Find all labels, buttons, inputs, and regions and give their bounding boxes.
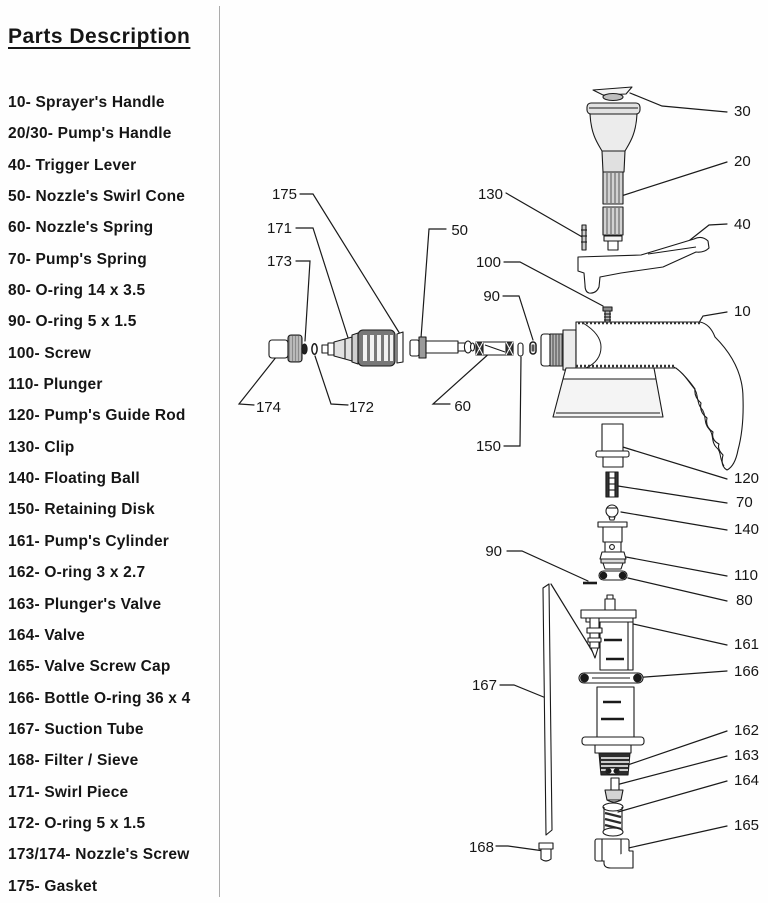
nozzle-spring-drawing bbox=[475, 341, 514, 356]
callout-20: 20 bbox=[734, 153, 751, 170]
callout-60: 60 bbox=[454, 398, 471, 415]
part-item-50: 50- Nozzle's Swirl Cone bbox=[8, 188, 186, 206]
cylinder-lower-drawing bbox=[581, 686, 645, 776]
callout-90-upper: 90 bbox=[483, 288, 500, 305]
callout-150: 150 bbox=[476, 438, 501, 455]
part-item-40: 40- Trigger Lever bbox=[8, 156, 137, 174]
callout-100: 100 bbox=[476, 254, 501, 271]
callout-40: 40 bbox=[734, 216, 751, 233]
plunger-drawing bbox=[597, 521, 628, 570]
callout-173: 173 bbox=[267, 253, 292, 270]
leader-lines bbox=[237, 92, 728, 852]
callout-172: 172 bbox=[349, 399, 374, 416]
part-item-166: 166- Bottle O-ring 36 x 4 bbox=[8, 689, 191, 707]
part-item-70: 70- Pump's Spring bbox=[8, 250, 147, 268]
callout-174: 174 bbox=[256, 399, 281, 416]
clip-drawing bbox=[581, 224, 587, 251]
sprayer-handle-drawing bbox=[540, 321, 744, 471]
part-item-175: 175- Gasket bbox=[8, 877, 98, 895]
suction-tube-drawing bbox=[542, 583, 553, 836]
callout-140: 140 bbox=[734, 521, 759, 538]
part-item-164: 164- Valve bbox=[8, 626, 85, 644]
part-item-140: 140- Floating Ball bbox=[8, 470, 140, 488]
callout-166: 166 bbox=[734, 663, 759, 680]
callout-167: 167 bbox=[472, 677, 497, 694]
callout-163: 163 bbox=[734, 747, 759, 764]
retaining-disk-drawing bbox=[517, 342, 524, 357]
pump-spring-drawing bbox=[605, 471, 619, 498]
part-item-120: 120- Pump's Guide Rod bbox=[8, 407, 186, 425]
callout-10: 10 bbox=[734, 303, 751, 320]
pump-handle-cap-drawing bbox=[592, 86, 633, 102]
part-item-150: 150- Retaining Disk bbox=[8, 501, 155, 519]
callout-50: 50 bbox=[451, 222, 468, 239]
valve-drawing bbox=[602, 802, 624, 837]
nozzle-screw-drawing bbox=[268, 334, 303, 363]
valve-screw-cap-drawing bbox=[594, 838, 634, 869]
nozzle-tube-drawing bbox=[409, 336, 476, 359]
oring-90-drawing bbox=[529, 341, 537, 355]
part-item-90: 90- O-ring 5 x 1.5 bbox=[8, 313, 137, 331]
callout-168: 168 bbox=[469, 839, 494, 856]
page-title: Parts Description bbox=[8, 25, 191, 48]
callout-162: 162 bbox=[734, 722, 759, 739]
callout-164: 164 bbox=[734, 772, 759, 789]
oring-172-drawing bbox=[311, 343, 318, 355]
part-item-130: 130- Clip bbox=[8, 438, 75, 456]
part-item-165: 165- Valve Screw Cap bbox=[8, 658, 171, 676]
part-item-20-30: 20/30- Pump's Handle bbox=[8, 125, 172, 143]
part-item-60: 60- Nozzle's Spring bbox=[8, 219, 154, 237]
part-item-161: 161- Pump's Cylinder bbox=[8, 532, 170, 550]
callout-70: 70 bbox=[736, 494, 753, 511]
part-item-100: 100- Screw bbox=[8, 344, 91, 362]
callout-130: 130 bbox=[478, 186, 503, 203]
part-item-168: 168- Filter / Sieve bbox=[8, 752, 139, 770]
trigger-lever-drawing bbox=[577, 236, 710, 294]
bottle-oring-drawing bbox=[578, 672, 644, 684]
oring-80-drawing bbox=[598, 570, 628, 581]
parts-list: 10- Sprayer's Handle 20/30- Pump's Handl… bbox=[8, 90, 210, 903]
pump-cylinder-drawing bbox=[580, 594, 637, 671]
callout-161: 161 bbox=[734, 636, 759, 653]
part-item-162: 162- O-ring 3 x 2.7 bbox=[8, 564, 146, 582]
callout-80: 80 bbox=[736, 592, 753, 609]
plunger-valve-drawing bbox=[604, 777, 624, 803]
filter-sieve-drawing bbox=[538, 842, 554, 862]
floating-ball-drawing bbox=[605, 504, 619, 521]
screw-drawing bbox=[602, 306, 613, 323]
part-item-173-174: 173/174- Nozzle's Screw bbox=[8, 846, 190, 864]
part-item-10: 10- Sprayer's Handle bbox=[8, 94, 165, 111]
oring-162-drawing bbox=[605, 767, 620, 775]
part-item-171: 171- Swirl Piece bbox=[8, 783, 129, 801]
guide-rod-drawing bbox=[595, 423, 630, 468]
gasket-drawing bbox=[396, 331, 404, 364]
callout-165: 165 bbox=[734, 817, 759, 834]
part-item-167: 167- Suction Tube bbox=[8, 720, 144, 738]
part-item-163: 163- Plunger's Valve bbox=[8, 595, 162, 613]
column-divider-line bbox=[219, 6, 220, 897]
part-item-110: 110- Plunger bbox=[8, 376, 103, 394]
callout-171: 171 bbox=[267, 220, 292, 237]
oring-173-drawing bbox=[301, 343, 308, 355]
part-item-172: 172- O-ring 5 x 1.5 bbox=[8, 814, 146, 832]
callout-labels: 30 20 40 10 120 70 140 110 80 161 166 16… bbox=[256, 103, 759, 856]
part-item-80: 80- O-ring 14 x 3.5 bbox=[8, 282, 146, 300]
callout-30: 30 bbox=[734, 103, 751, 120]
swirl-cone-drawing bbox=[321, 329, 404, 367]
callout-90-lower: 90 bbox=[485, 543, 502, 560]
callout-110: 110 bbox=[734, 567, 758, 584]
pump-handle-drawing bbox=[586, 102, 641, 251]
callout-175: 175 bbox=[272, 186, 297, 203]
callout-120: 120 bbox=[734, 470, 759, 487]
